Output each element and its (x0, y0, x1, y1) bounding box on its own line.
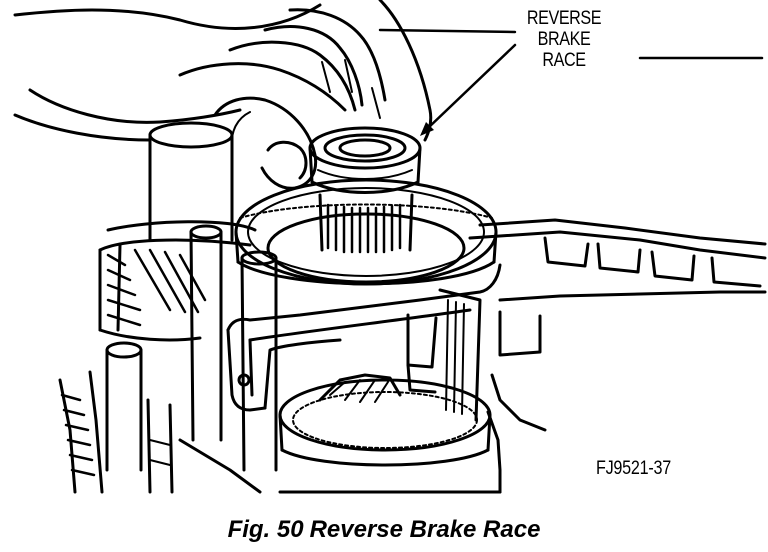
callout-line-1: REVERSE (526, 8, 602, 29)
mainshaft-and-gear (98, 121, 257, 342)
callout-line-3: RACE (542, 50, 586, 71)
callout-line-2: BRAKE (537, 29, 591, 50)
lower-housing (58, 370, 262, 494)
transmission-case (278, 218, 767, 494)
reverse-brake-race-callout: REVERSE BRAKE RACE (520, 8, 608, 71)
puller-bar (226, 263, 502, 412)
caption-title: Reverse Brake Race (309, 516, 541, 543)
guide-pins (105, 224, 278, 472)
lower-gear-set (278, 288, 492, 467)
planetary-carrier (234, 178, 498, 286)
caption-number: Fig. 50 (227, 516, 304, 543)
figure-code: FJ9521-37 (596, 458, 671, 479)
callout-leader-lines (378, 28, 764, 136)
